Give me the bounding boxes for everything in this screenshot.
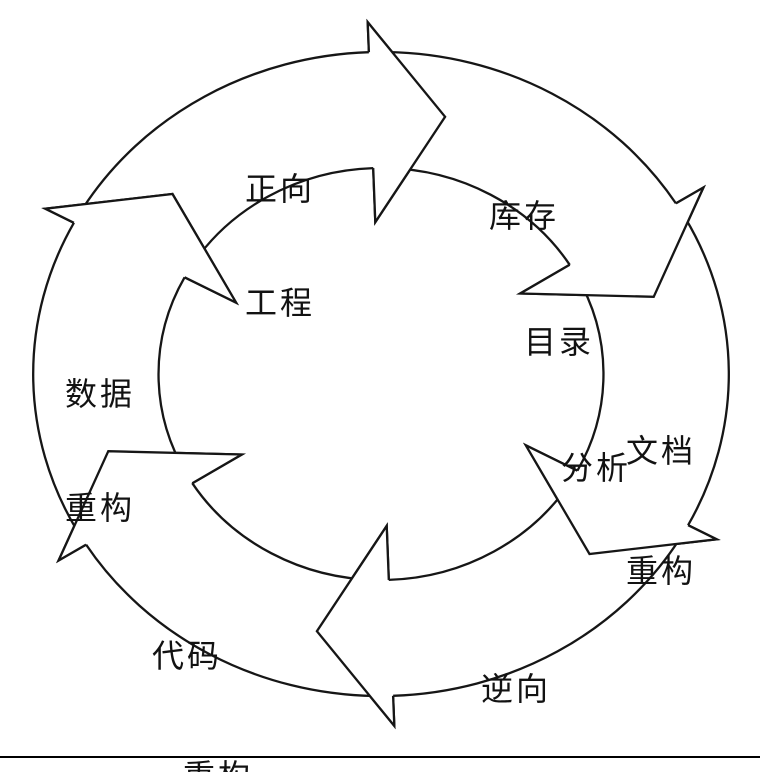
cycle-arrow-head-4 bbox=[58, 451, 242, 561]
step-label-inventory-analysis: 库存 目录 分析 bbox=[489, 111, 631, 573]
label-line: 重构 bbox=[65, 489, 136, 527]
step-label-forward-engineering: 正向 工程 bbox=[245, 94, 315, 398]
label-line: 重构 bbox=[183, 756, 253, 772]
label-line: 数据 bbox=[65, 375, 136, 413]
label-line: 重构 bbox=[626, 552, 697, 590]
step-label-reverse-engineering: 逆向 工程 bbox=[481, 589, 551, 772]
cycle-arrow-head-1 bbox=[520, 187, 704, 297]
cycle-arrow-head-edge-2 bbox=[522, 442, 721, 556]
label-line: 分析 bbox=[561, 449, 632, 487]
cycle-arrow-head-edge-3 bbox=[315, 522, 396, 730]
label-line: 目录 bbox=[524, 323, 595, 361]
cycle-arrow-head-3 bbox=[316, 525, 395, 726]
cycle-arrow-head-0 bbox=[367, 22, 446, 223]
label-line: 逆向 bbox=[481, 670, 552, 708]
cycle-arrow-head-edge-5 bbox=[41, 192, 240, 306]
label-line: 工程 bbox=[245, 284, 316, 322]
step-label-document-restructuring: 文档 重构 bbox=[626, 351, 696, 671]
cycle-arrow-head-edge-0 bbox=[366, 18, 447, 226]
label-line: 文档 bbox=[626, 432, 697, 470]
cycle-arrow-head-edge-1 bbox=[516, 184, 706, 298]
bottom-rule bbox=[0, 756, 760, 758]
step-label-data-restructuring: 数据 重构 bbox=[65, 299, 135, 603]
label-line: 正向 bbox=[245, 170, 316, 208]
cycle-arrow-head-edge-4 bbox=[56, 450, 246, 564]
step-label-code-restructuring: 代码 重构 bbox=[152, 556, 253, 772]
label-line: 库存 bbox=[489, 197, 560, 235]
label-line: 代码 bbox=[152, 637, 223, 675]
